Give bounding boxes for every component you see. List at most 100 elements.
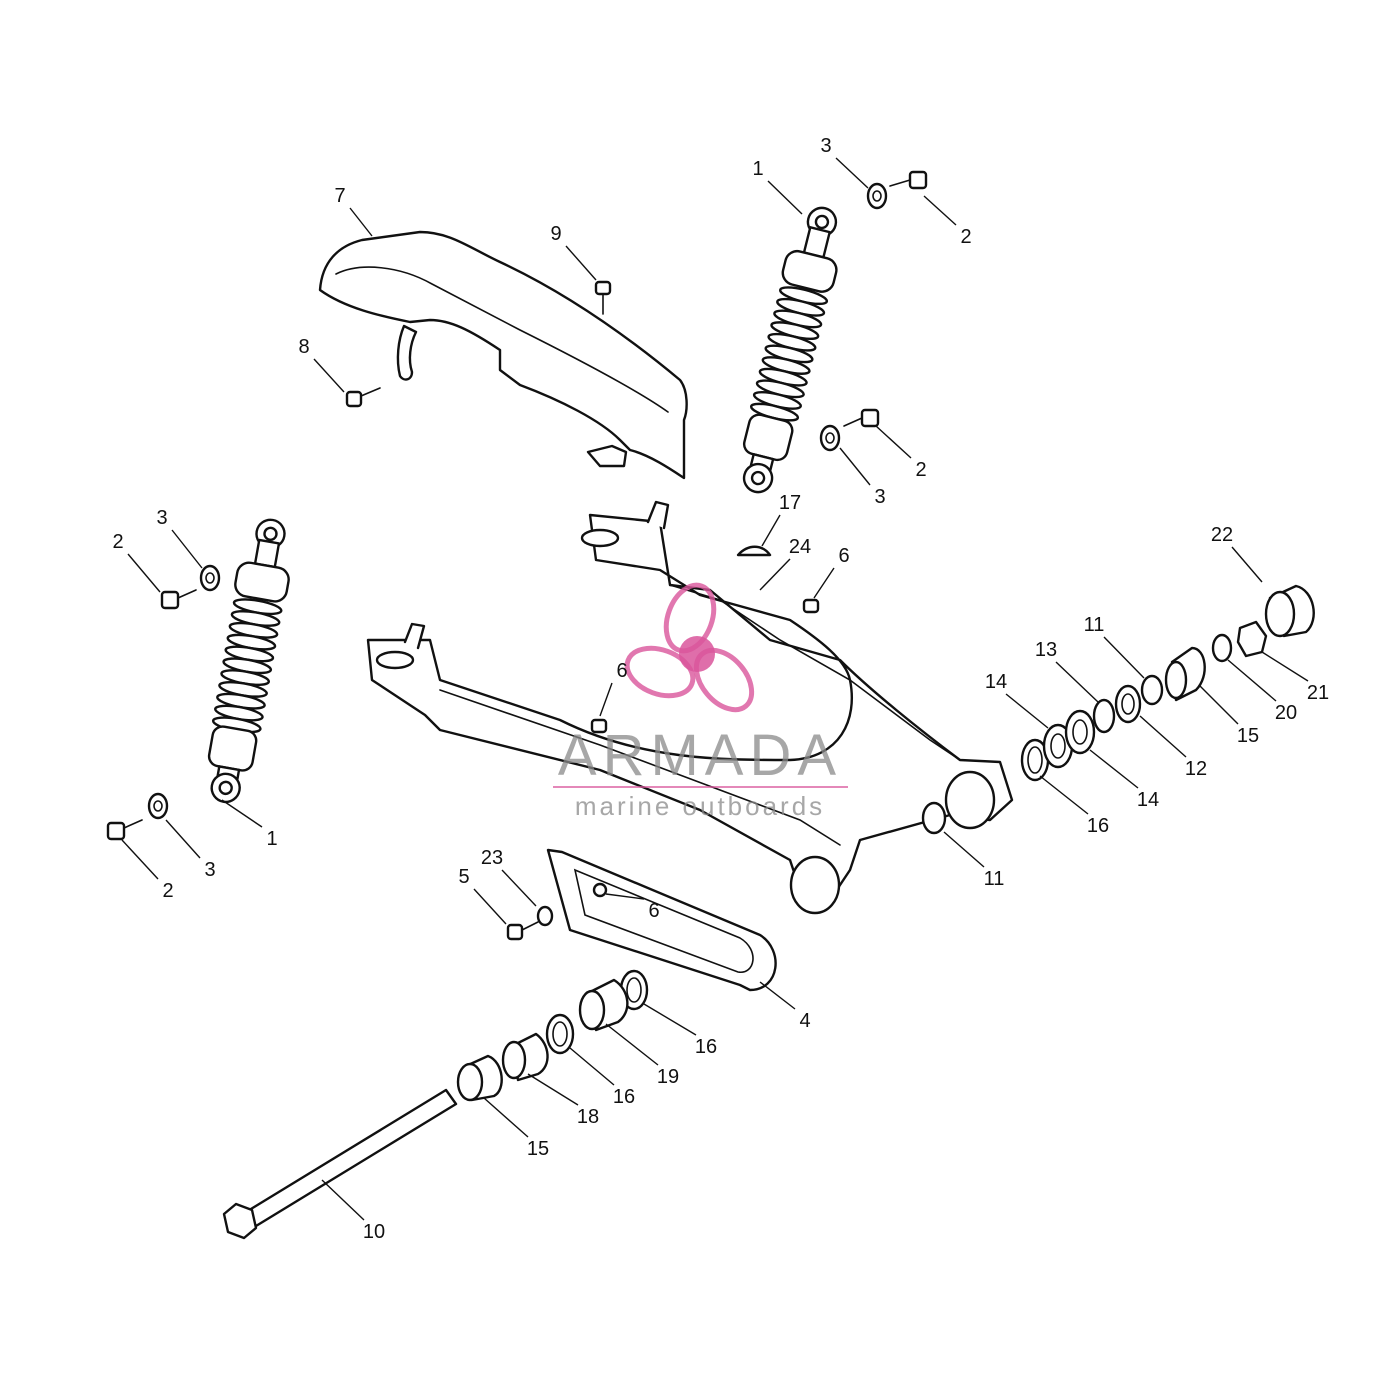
leader-line-shock-absorber-right-top [767, 180, 803, 215]
leader-line-seal-outer [643, 1003, 697, 1036]
leader-line-seal-inner [569, 1047, 615, 1086]
leader-line-bolt-left-bottom [121, 839, 159, 880]
spacer-15-right-part [1164, 646, 1206, 702]
callout-clip: 17 [779, 492, 801, 514]
chain-guard-part [318, 230, 688, 480]
washer-3-left-bottom-part [147, 792, 169, 820]
leader-line-seal-right [1039, 775, 1089, 815]
callout-bolt-right-top: 2 [960, 226, 971, 248]
callout-dust-cap: 22 [1211, 524, 1233, 546]
leader-line-spacer-left [483, 1097, 529, 1138]
leader-line-bearing-outer [1005, 693, 1049, 729]
callout-nut: 21 [1307, 682, 1329, 704]
nut-21-part [1236, 620, 1268, 658]
leader-line-washer-right-bottom [839, 447, 871, 486]
callout-grommet-upper: 6 [838, 545, 849, 567]
leader-line-seal-upper [1103, 636, 1145, 679]
callout-spacer-19: 19 [657, 1066, 679, 1088]
leader-line-circlip [1055, 661, 1099, 703]
seal-16-inner-part [545, 1013, 575, 1055]
callout-spacer-right: 15 [1237, 725, 1259, 747]
bolt-2-left-top-part [160, 589, 197, 610]
bolt-8-part [345, 387, 381, 408]
leader-line-bolt-chain-guard [313, 358, 345, 393]
leader-line-washer-left-top [171, 529, 203, 569]
seal-11-upper-part [1140, 674, 1164, 706]
bolt-2-left-bottom-part [106, 819, 143, 841]
bolt-2-right-top-part [889, 170, 928, 190]
leader-line-washer-left-bottom [165, 819, 201, 859]
bolt-5-part [506, 921, 539, 941]
swingarm-part [366, 500, 1014, 915]
leader-line-seal-pivot [943, 831, 985, 868]
bolt-2-right-bottom-part [843, 408, 880, 428]
screw-9-part [594, 280, 612, 315]
washer-20-part [1211, 633, 1233, 663]
washer-3-right-top-part [866, 182, 888, 210]
callout-seal-right: 16 [1087, 815, 1109, 837]
bearing-14b-part [1064, 709, 1096, 755]
callout-screw-chain-guard: 9 [550, 223, 561, 245]
callout-bolt-left-bottom: 2 [162, 880, 173, 902]
spacer-19-part [578, 978, 629, 1032]
callout-grommet-middle: 6 [616, 660, 627, 682]
callout-washer-left-bottom: 3 [204, 859, 215, 881]
callout-pivot-axle: 10 [363, 1221, 385, 1243]
grommet-6-upper-part [802, 598, 820, 614]
leader-line-bolt-left-top [127, 553, 161, 593]
callout-washer-right-top: 3 [820, 135, 831, 157]
leader-line-swingarm [759, 558, 791, 591]
callout-chain-slider: 4 [799, 1010, 810, 1032]
leader-line-shock-absorber-left [221, 799, 263, 828]
brand-tagline: marine outboards [575, 791, 825, 821]
washer-3-right-bottom-part [819, 424, 841, 452]
leader-line-pivot-axle [321, 1179, 365, 1221]
leader-line-sleeve-18 [527, 1073, 579, 1106]
callout-bolt-chain-slider: 5 [458, 866, 469, 888]
callout-sleeve-18: 18 [577, 1106, 599, 1128]
callout-bolt-right-bottom: 2 [915, 459, 926, 481]
callout-circlip: 13 [1035, 639, 1057, 661]
brand-name: ARMADA [558, 723, 842, 788]
callout-washer-left-top: 3 [156, 507, 167, 529]
leader-line-nut [1261, 651, 1309, 682]
callout-spacer-left: 15 [527, 1138, 549, 1160]
callout-washer-thrust: 12 [1185, 758, 1207, 780]
callout-bolt-chain-guard: 8 [298, 336, 309, 358]
sleeve-18-part [501, 1032, 549, 1082]
callout-shock-absorber-left: 1 [266, 828, 277, 850]
pivot-axle-part [222, 1088, 458, 1240]
callout-seal-upper: 11 [1084, 614, 1105, 636]
callout-bearing-inner: 14 [1137, 789, 1159, 811]
callout-bolt-left-top: 2 [112, 531, 123, 553]
leader-line-chain-slider [759, 981, 796, 1010]
leader-line-bolt-right-top [923, 195, 957, 226]
callout-seal-pivot: 11 [984, 868, 1005, 890]
leader-line-washer-right-top [835, 157, 869, 189]
chain-slider-part [546, 848, 777, 992]
callout-grommet-slider: 6 [648, 900, 659, 922]
callout-seal-outer: 16 [695, 1036, 717, 1058]
washer-23-part [536, 905, 554, 927]
leader-line-chain-guard [349, 207, 373, 237]
leader-line-bolt-right-bottom [875, 425, 912, 459]
leader-line-dust-cap [1231, 546, 1263, 583]
callout-chain-guard: 7 [334, 185, 345, 207]
callout-swingarm: 24 [789, 536, 811, 558]
washer-3-left-top-part [199, 564, 221, 592]
callout-bearing-outer: 14 [985, 671, 1007, 693]
propeller-icon [624, 582, 755, 713]
callout-washer-axle: 20 [1275, 702, 1297, 724]
shock-absorber-left-part [207, 518, 290, 804]
leader-line-washer-small [501, 869, 537, 907]
callout-shock-absorber-right-top: 1 [752, 158, 763, 180]
shock-absorber-right-part [742, 206, 838, 494]
dust-cap-22-part [1264, 584, 1315, 638]
leader-line-clip [761, 514, 781, 547]
leader-line-spacer-19 [605, 1023, 659, 1066]
washer-12-part [1114, 684, 1142, 724]
leader-line-washer-axle [1227, 659, 1277, 702]
circlip-13-part [1092, 698, 1116, 734]
leader-line-bolt-chain-slider [473, 888, 507, 925]
